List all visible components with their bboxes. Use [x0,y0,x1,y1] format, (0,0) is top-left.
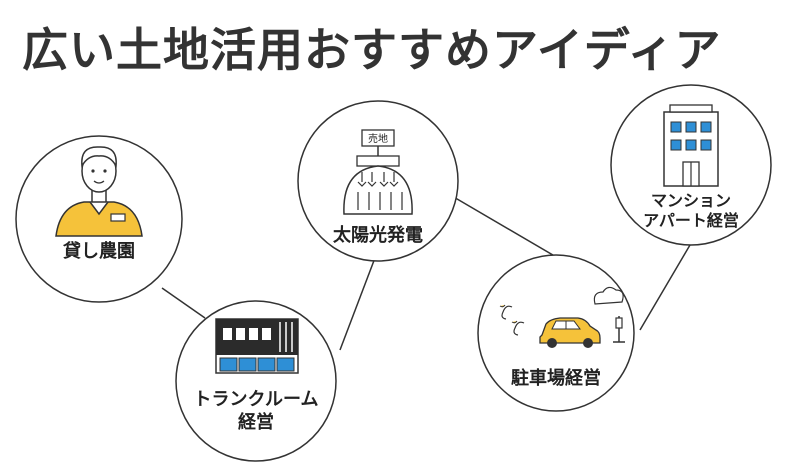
connector-storage-solar [339,249,379,351]
sale-sign-text: 売地 [368,132,388,145]
node-storage: トランクルーム 経営 [175,300,337,462]
node-farm-label: 貸し農園 [63,240,135,262]
node-storage-label-line2: 経営 [238,411,274,433]
farmer-person-icon [55,146,143,237]
storage-container-icon [215,318,299,374]
node-parking: 駐車場経営 [477,254,635,412]
page-title: 広い土地活用おすすめアイディア [22,23,722,77]
connector-solar-parking [451,195,559,259]
solar-panel-plot-icon: 売地 [343,129,413,215]
node-mansion-label-line2: アパート経営 [643,211,739,230]
connector-parking-mansion [639,244,691,331]
node-farm: 貸し農園 [15,135,183,303]
connector-farm-storage [161,287,206,319]
node-storage-label-line1: トランクルーム [194,389,319,410]
car-parking-icon [499,286,625,348]
apartment-building-icon [663,104,719,187]
node-mansion-label-line1: マンション [651,191,731,210]
node-solar-label: 太陽光発電 [333,224,423,246]
node-parking-label: 駐車場経営 [511,367,601,389]
node-mansion: マンション アパート経営 [610,84,772,246]
node-solar: 売地 太陽光発電 [297,100,459,262]
